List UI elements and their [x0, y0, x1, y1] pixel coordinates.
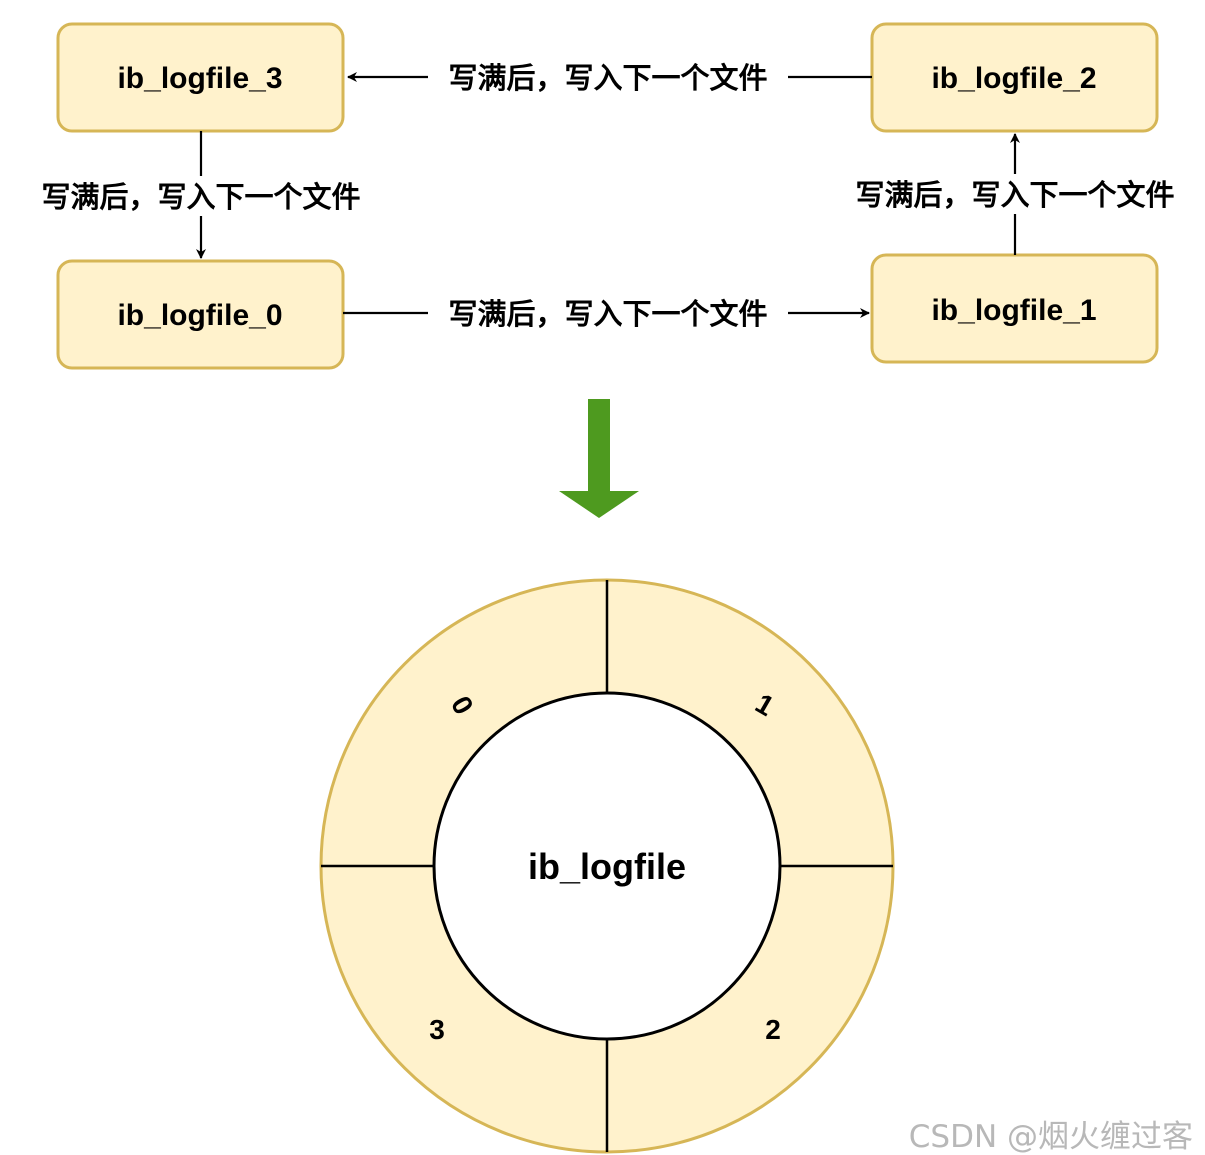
ring-diagram: ib_logfile 0 1 2 3	[319, 578, 895, 1154]
ring-segment-2-label: 2	[765, 1014, 781, 1045]
node-label: ib_logfile_2	[931, 62, 1096, 95]
green-down-arrow-icon	[559, 399, 639, 518]
ring-segment-3-label: 3	[429, 1014, 445, 1045]
edge-file2-to-file3: 写满后，写入下一个文件	[347, 58, 872, 96]
edge-file3-to-file0: 写满后，写入下一个文件	[20, 131, 382, 259]
ring-center-label: ib_logfile	[528, 846, 686, 887]
edge-label: 写满后，写入下一个文件	[448, 61, 767, 95]
node-ib-logfile-3: ib_logfile_3	[56, 22, 345, 133]
node-ib-logfile-2: ib_logfile_2	[870, 22, 1159, 133]
edge-label: 写满后，写入下一个文件	[41, 180, 360, 214]
node-label: ib_logfile_0	[117, 299, 282, 332]
node-ib-logfile-1: ib_logfile_1	[870, 253, 1159, 364]
node-label: ib_logfile_1	[931, 294, 1096, 327]
node-label: ib_logfile_3	[117, 62, 282, 95]
edge-file1-to-file2: 写满后，写入下一个文件	[834, 133, 1196, 255]
node-ib-logfile-0: ib_logfile_0	[56, 259, 345, 370]
watermark: CSDN @烟火缠过客	[909, 1119, 1193, 1155]
edge-label: 写满后，写入下一个文件	[855, 178, 1174, 212]
edge-label: 写满后，写入下一个文件	[448, 297, 767, 331]
inner-circle	[432, 691, 782, 1041]
edge-file0-to-file1: 写满后，写入下一个文件	[343, 294, 870, 332]
